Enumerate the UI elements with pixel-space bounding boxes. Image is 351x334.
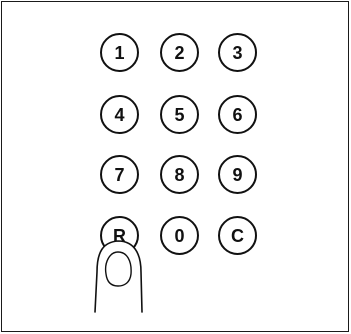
key-5[interactable]: 5 [160, 95, 199, 134]
key-7[interactable]: 7 [100, 155, 139, 194]
key-label: 8 [174, 166, 184, 184]
key-label: 4 [114, 106, 124, 124]
key-label: 9 [232, 166, 242, 184]
key-3[interactable]: 3 [218, 33, 257, 72]
key-6[interactable]: 6 [218, 95, 257, 134]
key-r[interactable]: R [100, 216, 139, 255]
key-label: 5 [174, 106, 184, 124]
key-label: 6 [232, 106, 242, 124]
key-2[interactable]: 2 [160, 33, 199, 72]
key-4[interactable]: 4 [100, 95, 139, 134]
key-label: 7 [114, 166, 124, 184]
key-label: 0 [174, 227, 184, 245]
key-label: 2 [174, 44, 184, 62]
key-label: 3 [232, 44, 242, 62]
key-8[interactable]: 8 [160, 155, 199, 194]
key-label: C [231, 227, 244, 245]
key-1[interactable]: 1 [100, 33, 139, 72]
key-0[interactable]: 0 [160, 216, 199, 255]
key-c[interactable]: C [218, 216, 257, 255]
key-label: 1 [114, 44, 124, 62]
key-9[interactable]: 9 [218, 155, 257, 194]
key-label: R [113, 227, 126, 245]
